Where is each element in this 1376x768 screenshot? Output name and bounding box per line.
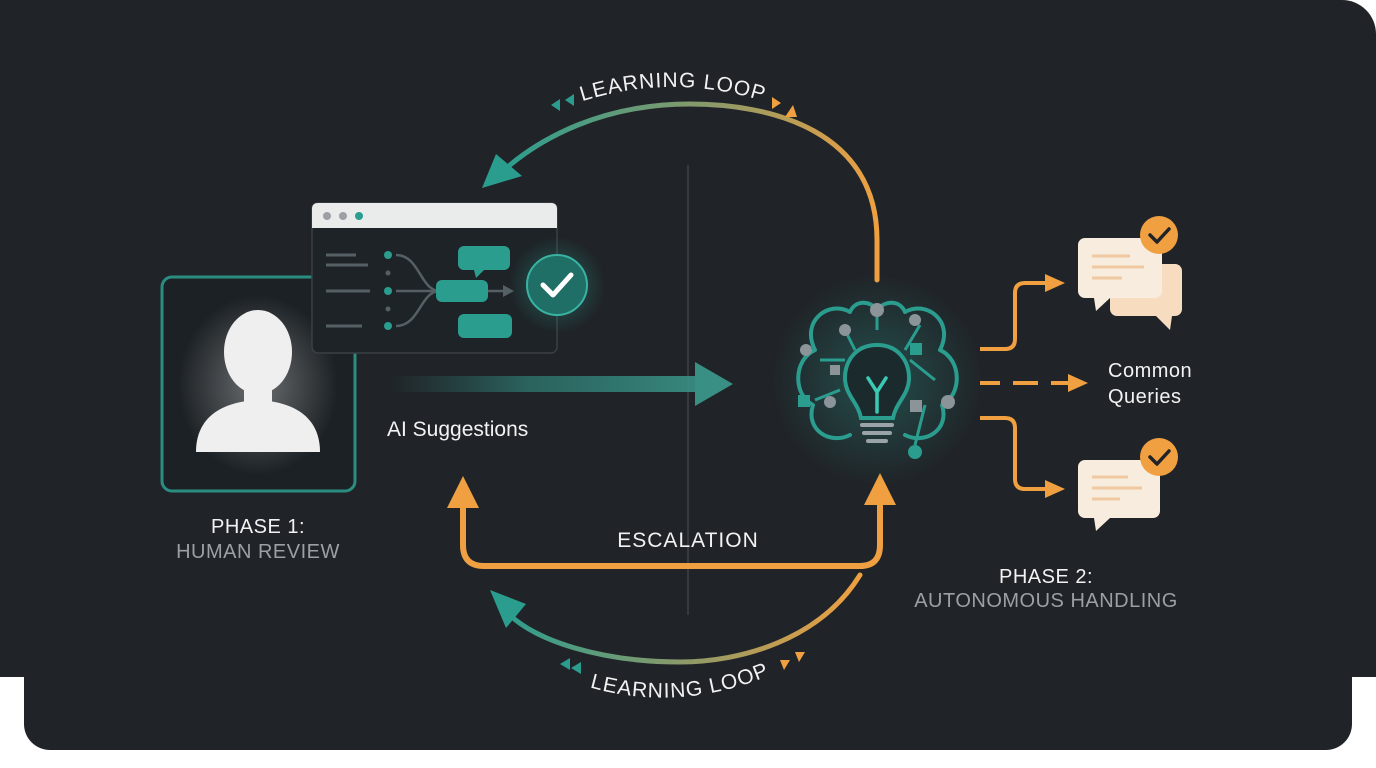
- common-queries-line-1: Common: [1108, 360, 1193, 382]
- small-triangle-icon: [565, 94, 574, 106]
- arrowhead-icon: [490, 590, 526, 628]
- phase1-title: PHASE 1:: [210, 516, 306, 538]
- chat-bubble-icon: [1078, 438, 1178, 531]
- phase2-title: PHASE 2:: [998, 566, 1094, 588]
- ai-brain-icon: [772, 275, 982, 485]
- learning-loop-label-top: LEARNING LOOP: [577, 69, 769, 106]
- arrowhead-icon: [864, 473, 896, 505]
- ai-dashboard-window: [311, 202, 605, 354]
- escalation-label: ESCALATION: [617, 529, 759, 552]
- learning-loop-bottom-arrow: [490, 572, 863, 674]
- arrowhead-icon: [482, 154, 522, 188]
- learning-loop-top-arrow: [482, 94, 880, 283]
- human-reviewer-card: [160, 275, 357, 493]
- common-queries-label: Common Queries: [1108, 358, 1192, 410]
- small-triangle-icon: [560, 658, 570, 670]
- small-triangle-icon: [551, 99, 560, 111]
- small-triangle-icon: [571, 662, 581, 674]
- check-icon: [1140, 216, 1178, 254]
- lightbulb-icon: [842, 342, 912, 443]
- arrowhead-icon: [447, 476, 479, 508]
- check-icon: [1140, 438, 1178, 476]
- escalation-arrow: [447, 473, 896, 569]
- flowchart-icon: [326, 246, 514, 338]
- learning-loop-label-bottom: LEARNING LOOP: [588, 658, 772, 702]
- check-icon: [526, 254, 588, 316]
- small-triangle-icon: [795, 652, 805, 662]
- chat-bubble-icon: [1078, 216, 1182, 330]
- routing-arrows: [980, 274, 1088, 498]
- user-icon: [196, 310, 320, 452]
- common-queries-line-2: Queries: [1108, 386, 1182, 408]
- ai-suggestions-label: AI Suggestions: [387, 418, 529, 441]
- phase2-subtitle: AUTONOMOUS HANDLING: [914, 590, 1178, 612]
- small-triangle-icon: [780, 660, 790, 670]
- small-triangle-icon: [785, 105, 797, 117]
- phase1-subtitle: HUMAN REVIEW: [176, 541, 340, 563]
- background-panel-lower: [24, 600, 1352, 750]
- small-triangle-icon: [772, 97, 781, 109]
- arrowhead-icon: [695, 362, 733, 406]
- ai-suggestions-arrow: [392, 362, 733, 406]
